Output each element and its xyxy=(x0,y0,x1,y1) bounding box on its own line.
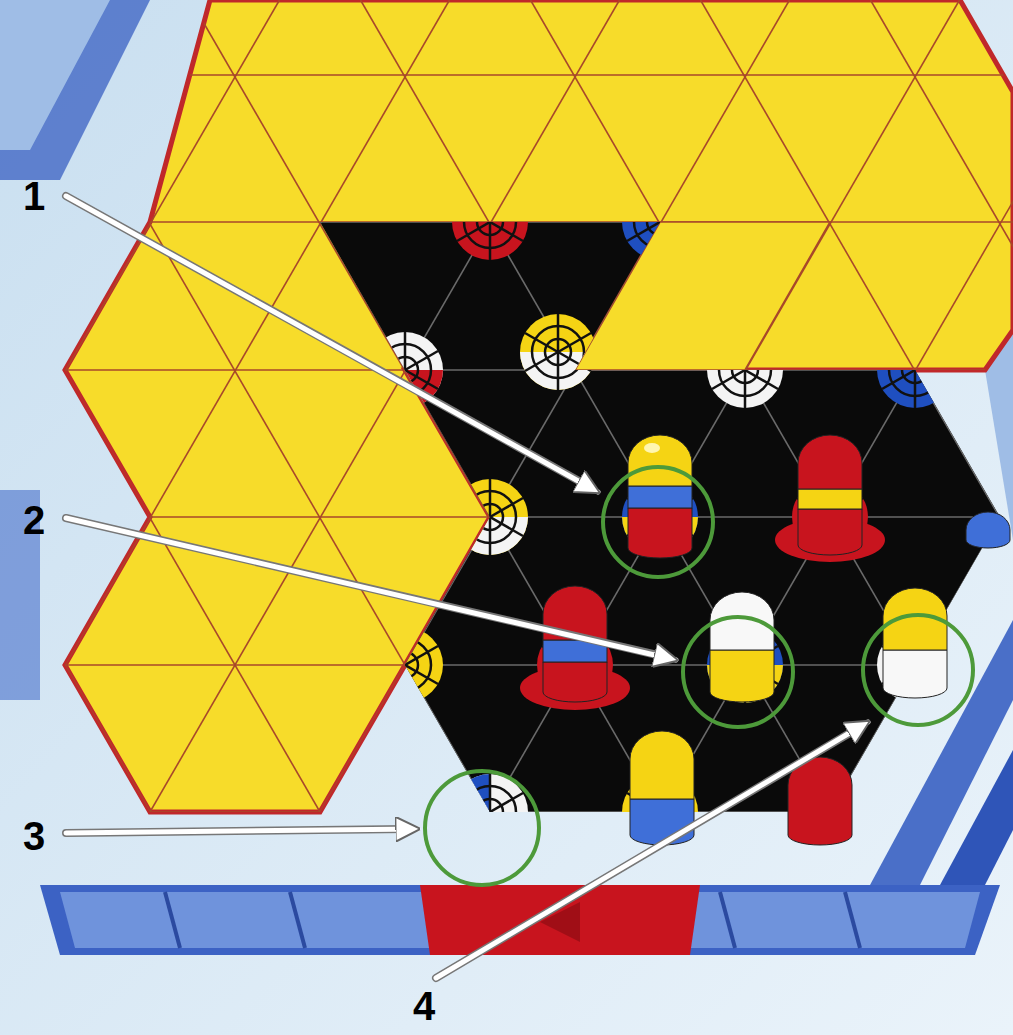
yellow-field xyxy=(0,0,1013,812)
callout-number: 2 xyxy=(23,500,45,540)
callout-holder: 2 xyxy=(23,500,45,540)
callout-number: 3 xyxy=(23,816,45,856)
target-markings xyxy=(367,184,953,850)
callout-holder: 1 xyxy=(23,176,45,216)
callout-number: 4 xyxy=(413,986,435,1026)
game-pieces xyxy=(543,435,1010,845)
leader-arrows xyxy=(66,196,868,978)
callout-holder: 4 xyxy=(413,986,435,1026)
callout-number: 1 xyxy=(23,176,45,216)
black-field xyxy=(0,0,1013,812)
callout-holder: 3 xyxy=(23,816,45,856)
